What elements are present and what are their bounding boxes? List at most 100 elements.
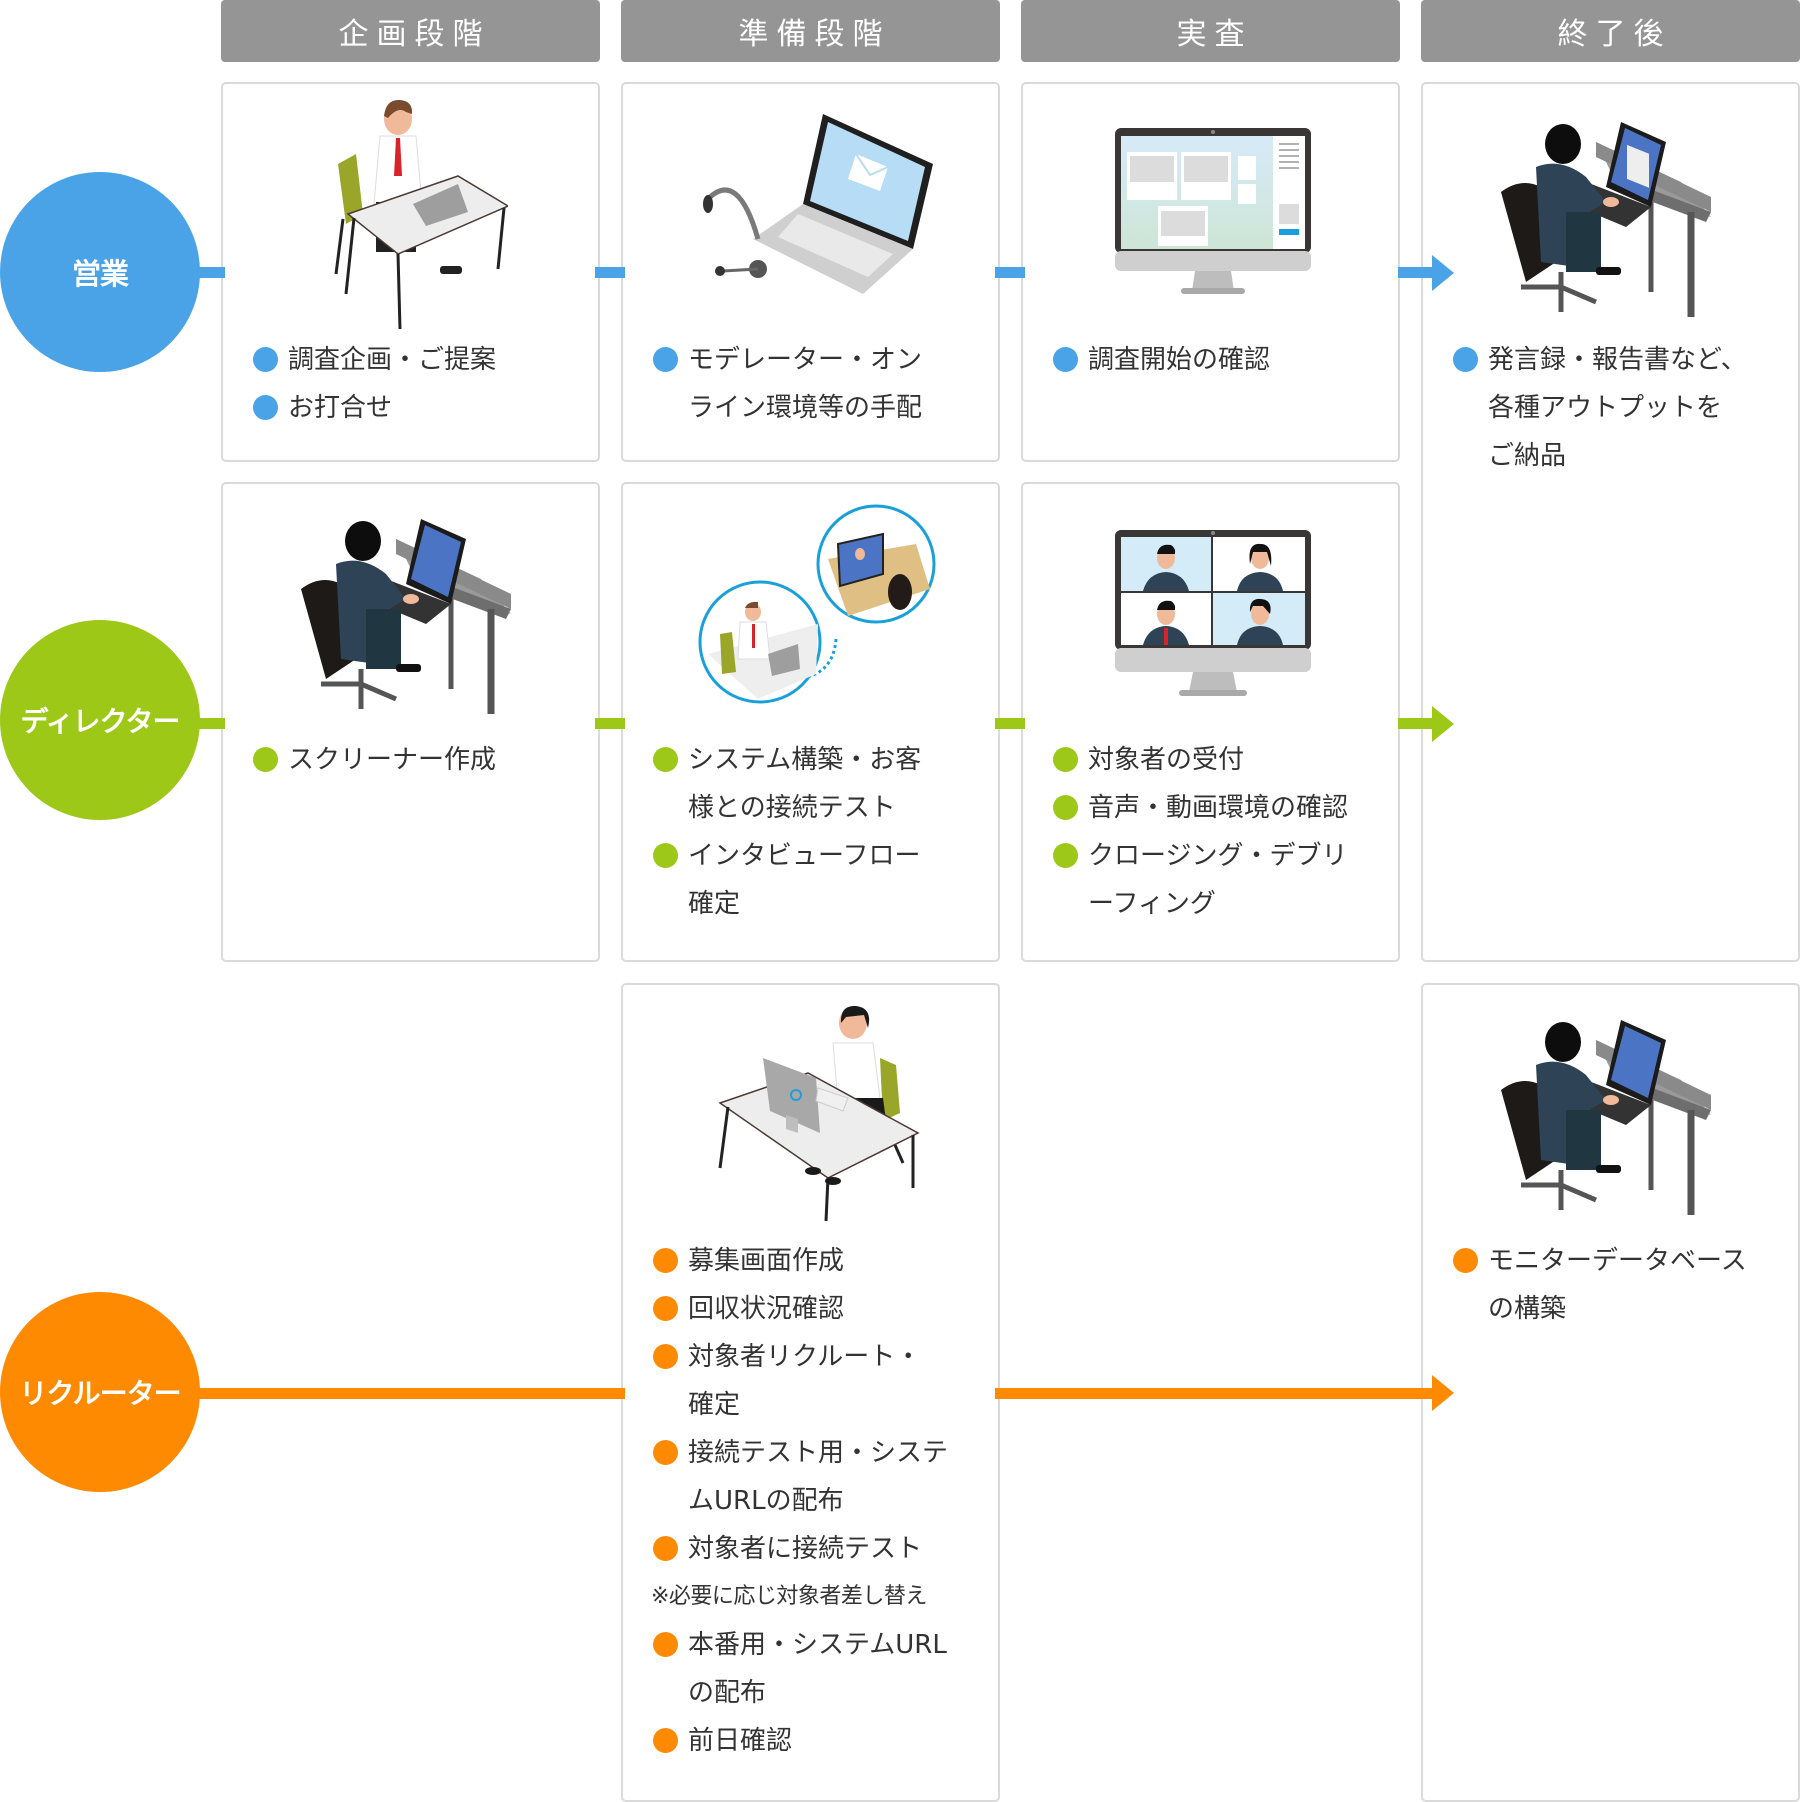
task-text: インタビューフロー 確定 <box>688 841 921 919</box>
bullet-icon <box>653 1632 678 1657</box>
recruiter-arrow-head-icon <box>1432 1375 1454 1411</box>
task-item: 調査企画・ご提案 <box>253 336 588 384</box>
task-list: 募集画面作成 回収状況確認 対象者リクルート・ 確定 接続テスト用・システ ムU… <box>651 1237 988 1765</box>
sales-connector <box>995 267 1025 278</box>
director-connector <box>195 718 225 729</box>
man-with-headset-at-desk-icon <box>334 99 508 330</box>
sales-arrow-shaft <box>1398 267 1434 278</box>
task-item: 回収状況確認 <box>653 1285 988 1333</box>
bullet-icon <box>653 747 678 772</box>
task-text: 音声・動画環境の確認 <box>1088 793 1349 823</box>
task-list: モニターデータベース の構築 <box>1453 1237 1788 1333</box>
task-list: 対象者の受付 音声・動画環境の確認 クロージング・デブリ ーフィング <box>1053 736 1388 928</box>
bullet-icon <box>1053 347 1078 372</box>
bullet-icon <box>1453 347 1478 372</box>
task-list: 調査開始の確認 <box>1053 336 1388 384</box>
phase-label: 実査 <box>1176 17 1253 52</box>
task-item: 調査開始の確認 <box>1053 336 1388 384</box>
task-item: 対象者の受付 <box>1053 736 1388 784</box>
bullet-icon <box>653 347 678 372</box>
phase-label: 企画段階 <box>338 17 491 52</box>
task-text: モニターデータベース の構築 <box>1488 1246 1747 1324</box>
bullet-icon <box>653 1440 678 1465</box>
director-arrow-shaft <box>1398 718 1434 729</box>
task-text: 調査開始の確認 <box>1088 345 1271 375</box>
bullet-icon <box>1453 1248 1478 1273</box>
task-item: お打合せ <box>253 384 588 432</box>
card-sales-fieldwork: 調査開始の確認 <box>1021 82 1400 462</box>
bullet-icon <box>1053 843 1078 868</box>
task-text: 本番用・システムURL の配布 <box>688 1630 947 1708</box>
bullet-icon <box>653 843 678 868</box>
card-after-delivery: 発言録・報告書など、 各種アウトプットを ご納品 <box>1421 82 1800 962</box>
task-item: 音声・動画環境の確認 <box>1053 784 1388 832</box>
bullet-icon <box>253 747 278 772</box>
task-list: スクリーナー作成 <box>253 736 588 784</box>
bullet-icon <box>253 347 278 372</box>
bullet-icon <box>253 395 278 420</box>
phase-header-planning: 企画段階 <box>221 0 600 62</box>
man-typing-report-on-laptop-icon <box>301 519 511 714</box>
task-text: 回収状況確認 <box>688 1294 845 1324</box>
task-text: お打合せ <box>288 393 393 423</box>
bullet-icon <box>653 1296 678 1321</box>
card-sales-preparation: モデレーター・オン ライン環境等の手配 <box>621 82 1000 462</box>
task-text: 対象者の受付 <box>1088 745 1245 775</box>
task-text: モデレーター・オン ライン環境等の手配 <box>688 345 923 423</box>
card-sales-planning: 調査企画・ご提案 お打合せ <box>221 82 600 462</box>
recruiter-connector <box>195 1388 625 1399</box>
card-director-preparation: システム構築・お客 様との接続テスト インタビューフロー 確定 <box>621 482 1000 962</box>
online-connection-test-icon <box>698 504 936 704</box>
task-text: 調査企画・ご提案 <box>288 345 497 375</box>
phase-header-preparation: 準備段階 <box>621 0 1000 62</box>
phase-header-fieldwork: 実査 <box>1021 0 1400 62</box>
laptop-with-mail-and-headset-icon <box>703 114 933 294</box>
video-conference-monitor-icon <box>1115 530 1311 696</box>
task-note: ※必要に応じ対象者差し替え <box>651 1584 927 1609</box>
card-director-planning: スクリーナー作成 <box>221 482 600 962</box>
director-arrow-head-icon <box>1432 706 1454 742</box>
task-item: クロージング・デブリ ーフィング <box>1053 832 1388 928</box>
role-label: 営業 <box>71 257 129 291</box>
recruiter-arrow-shaft <box>995 1388 1435 1399</box>
bullet-icon <box>653 1728 678 1753</box>
bullet-icon <box>1053 795 1078 820</box>
task-item: 募集画面作成 <box>653 1237 988 1285</box>
role-label: リクルーター <box>19 1377 181 1410</box>
sales-arrow-head-icon <box>1432 255 1454 291</box>
task-text: 対象者に接続テスト <box>688 1534 923 1564</box>
sales-connector <box>195 267 225 278</box>
task-item: 対象者に接続テスト <box>653 1525 988 1573</box>
woman-with-headset-at-desk-icon <box>718 1005 920 1222</box>
task-list: 発言録・報告書など、 各種アウトプットを ご納品 <box>1453 336 1788 480</box>
task-text: 対象者リクルート・ 確定 <box>688 1342 922 1420</box>
role-recruiter: リクルーター <box>0 1292 200 1492</box>
director-connector <box>595 718 625 729</box>
monitor-dashboard-icon <box>1115 128 1311 294</box>
task-item: 接続テスト用・システ ムURLの配布 <box>653 1429 988 1525</box>
sales-connector <box>595 267 625 278</box>
bullet-icon <box>653 1536 678 1561</box>
role-director: ディレクター <box>0 620 200 820</box>
task-item: システム構築・お客 様との接続テスト <box>653 736 988 832</box>
task-text: 募集画面作成 <box>688 1246 845 1276</box>
card-director-fieldwork: 対象者の受付 音声・動画環境の確認 クロージング・デブリ ーフィング <box>1021 482 1400 962</box>
bullet-icon <box>653 1344 678 1369</box>
man-typing-report-on-laptop-icon <box>1501 1020 1711 1215</box>
phase-label: 終了後 <box>1557 17 1672 52</box>
task-item: 対象者リクルート・ 確定 <box>653 1333 988 1429</box>
director-connector <box>995 718 1025 729</box>
man-typing-report-on-laptop-icon <box>1501 122 1711 317</box>
task-item: 前日確認 <box>653 1717 988 1765</box>
phase-label: 準備段階 <box>738 17 891 52</box>
task-text: 前日確認 <box>688 1726 793 1756</box>
task-item: モニターデータベース の構築 <box>1453 1237 1788 1333</box>
bullet-icon <box>653 1248 678 1273</box>
task-text: クロージング・デブリ ーフィング <box>1088 841 1348 919</box>
bullet-icon <box>1053 747 1078 772</box>
task-text: システム構築・お客 様との接続テスト <box>688 745 922 823</box>
task-item: 発言録・報告書など、 各種アウトプットを ご納品 <box>1453 336 1788 480</box>
task-list: モデレーター・オン ライン環境等の手配 <box>653 336 988 432</box>
card-recruiter-preparation: 募集画面作成 回収状況確認 対象者リクルート・ 確定 接続テスト用・システ ムU… <box>621 983 1000 1802</box>
phase-header-after: 終了後 <box>1421 0 1800 62</box>
